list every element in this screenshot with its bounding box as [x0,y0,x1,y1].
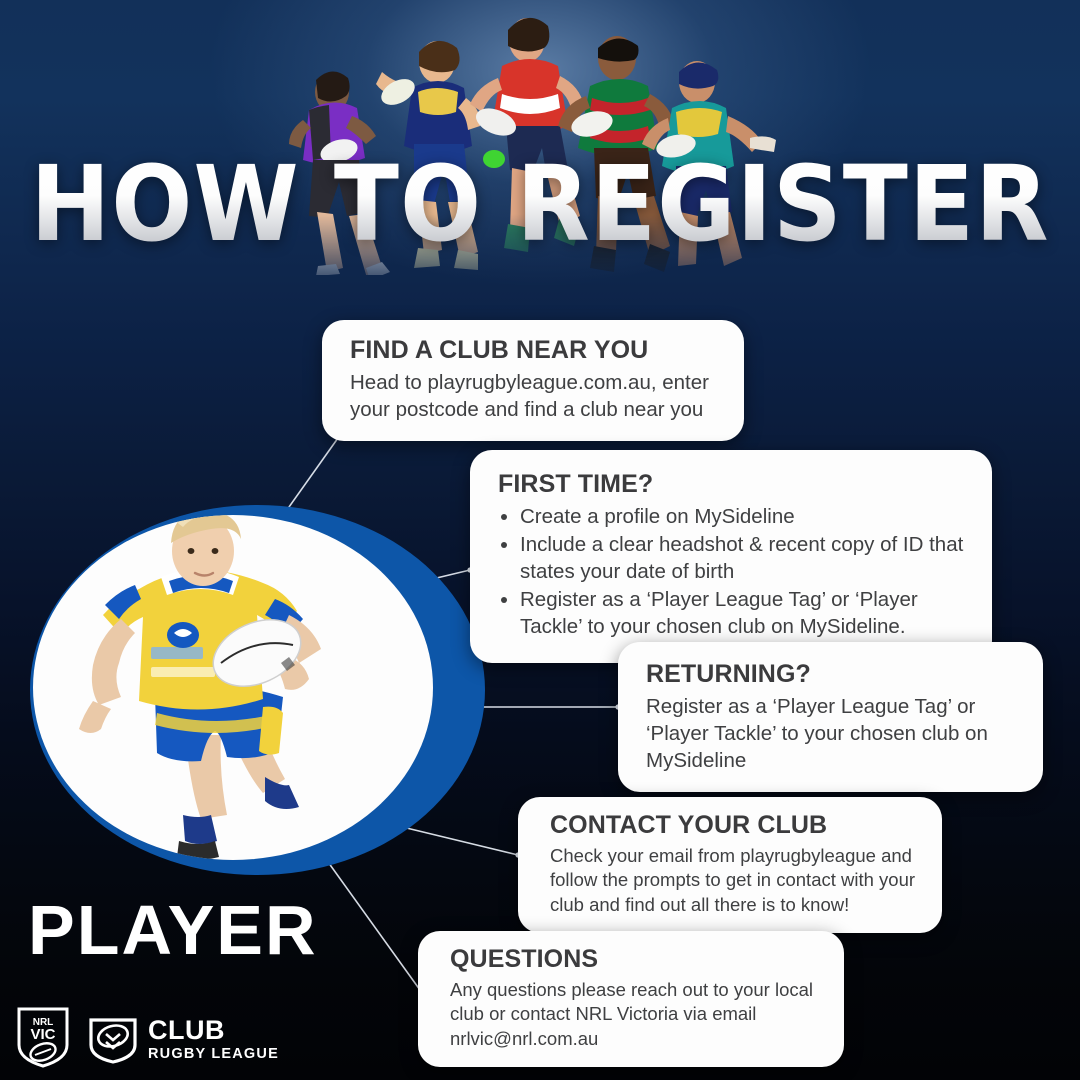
list-item: Register as a ‘Player League Tag’ or ‘Pl… [520,586,968,640]
card-heading: FIRST TIME? [498,470,654,498]
card-contact-your-club[interactable]: CONTACT YOUR CLUB Check your email from … [518,797,942,934]
hero-player-oval [30,505,485,875]
card-first-time[interactable]: FIRST TIME? Create a profile on MySideli… [470,450,992,664]
card-bullet-list: Create a profile on MySideline Include a… [498,503,968,640]
athlete-green-red [558,36,674,272]
junior-player-photo [79,515,321,860]
shield-icon [89,1017,137,1064]
nrl-vic-line1: NRL [33,1017,54,1028]
athlete-blue-gold-junior [376,40,481,270]
logo-bar: NRL VIC CLUB RUGBY LEAGUE [16,1006,279,1073]
card-body: Check your email from playrugbyleague an… [550,845,916,915]
card-heading: FIND A CLUB NEAR YOU [350,336,649,364]
nrl-vic-logo: NRL VIC [16,1006,70,1073]
club-rugby-league-logo: CLUB RUGBY LEAGUE [88,1016,279,1064]
nrl-vic-line2: VIC [30,1026,55,1043]
card-body: Head to playrugbyleague.com.au, enter yo… [350,371,709,422]
card-questions[interactable]: QUESTIONS Any questions please reach out… [418,931,844,1068]
athlete-red-white-centre [470,17,584,252]
athlete-montage [0,0,1080,280]
club-logo-line1: CLUB [148,1015,225,1046]
card-body: Any questions please reach out to your l… [450,979,814,1049]
club-logo-line2: RUGBY LEAGUE [148,1046,279,1063]
athlete-purple-jersey [289,71,390,280]
athlete-teal-gold [642,61,776,266]
page-title: HOW TO REGISTER [0,152,1080,256]
card-returning[interactable]: RETURNING? Register as a ‘Player League … [618,642,1043,793]
card-heading: RETURNING? [646,660,811,688]
role-label-player: PLAYER [28,891,318,969]
card-body: Register as a ‘Player League Tag’ or ‘Pl… [646,695,988,773]
oval-white-fill [33,515,433,860]
list-item: Include a clear headshot & recent copy o… [520,531,968,585]
list-item: Create a profile on MySideline [520,503,968,530]
card-heading: QUESTIONS [450,945,599,973]
card-heading: CONTACT YOUR CLUB [550,811,828,839]
card-find-a-club[interactable]: FIND A CLUB NEAR YOU Head to playrugbyle… [322,320,744,442]
